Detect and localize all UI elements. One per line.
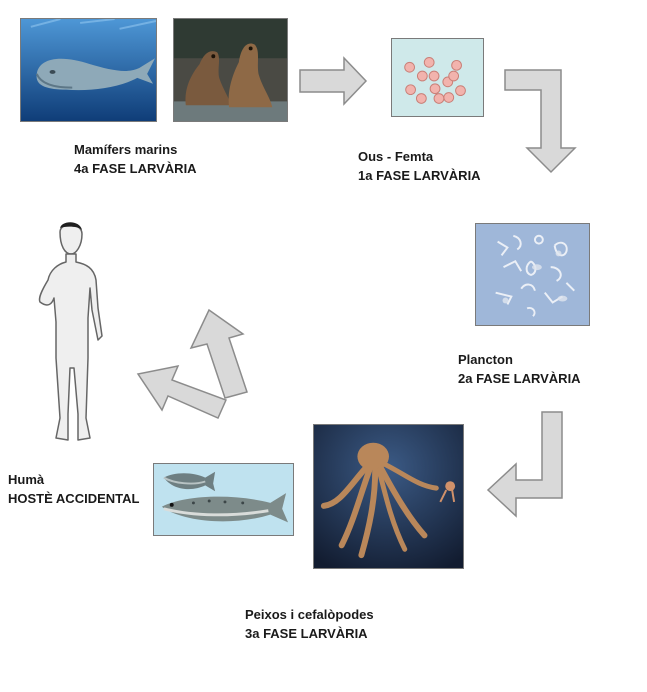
- label-plankton-phase: 2a FASE LARVÀRIA: [458, 371, 581, 386]
- arrow-to-eggs: [298, 56, 368, 106]
- arrow-to-human-lower: [134, 354, 228, 420]
- label-mammals-phase: 4a FASE LARVÀRIA: [74, 161, 197, 176]
- octopus-photo: [313, 424, 464, 569]
- label-fish-phase: 3a FASE LARVÀRIA: [245, 626, 368, 641]
- label-fish-name: Peixos i cefalòpodes: [245, 607, 374, 622]
- eggs-image: [391, 38, 484, 117]
- label-fish: Peixos i cefalòpodes 3a FASE LARVÀRIA: [245, 605, 374, 643]
- label-eggs-phase: 1a FASE LARVÀRIA: [358, 168, 481, 183]
- arrow-to-plankton: [503, 68, 578, 174]
- label-human: Humà HOSTÈ ACCIDENTAL: [8, 470, 139, 508]
- label-mammals-name: Mamífers marins: [74, 142, 178, 157]
- whale-photo: [20, 18, 157, 122]
- label-plankton: Plancton 2a FASE LARVÀRIA: [458, 350, 581, 388]
- label-human-phase: HOSTÈ ACCIDENTAL: [8, 491, 140, 506]
- arrow-to-human-upper: [187, 308, 251, 400]
- label-human-name: Humà: [8, 472, 45, 487]
- label-eggs: Ous - Femta 1a FASE LARVÀRIA: [358, 147, 481, 185]
- label-mammals: Mamífers marins 4a FASE LARVÀRIA: [74, 140, 197, 178]
- human-silhouette-icon: [28, 218, 106, 446]
- arrow-to-fish: [486, 410, 564, 520]
- label-plankton-name: Plancton: [458, 352, 513, 367]
- plankton-photo: [475, 223, 590, 326]
- sea-lions-photo: [173, 18, 288, 122]
- label-eggs-name: Ous - Femta: [358, 149, 434, 164]
- fish-photo: [153, 463, 294, 536]
